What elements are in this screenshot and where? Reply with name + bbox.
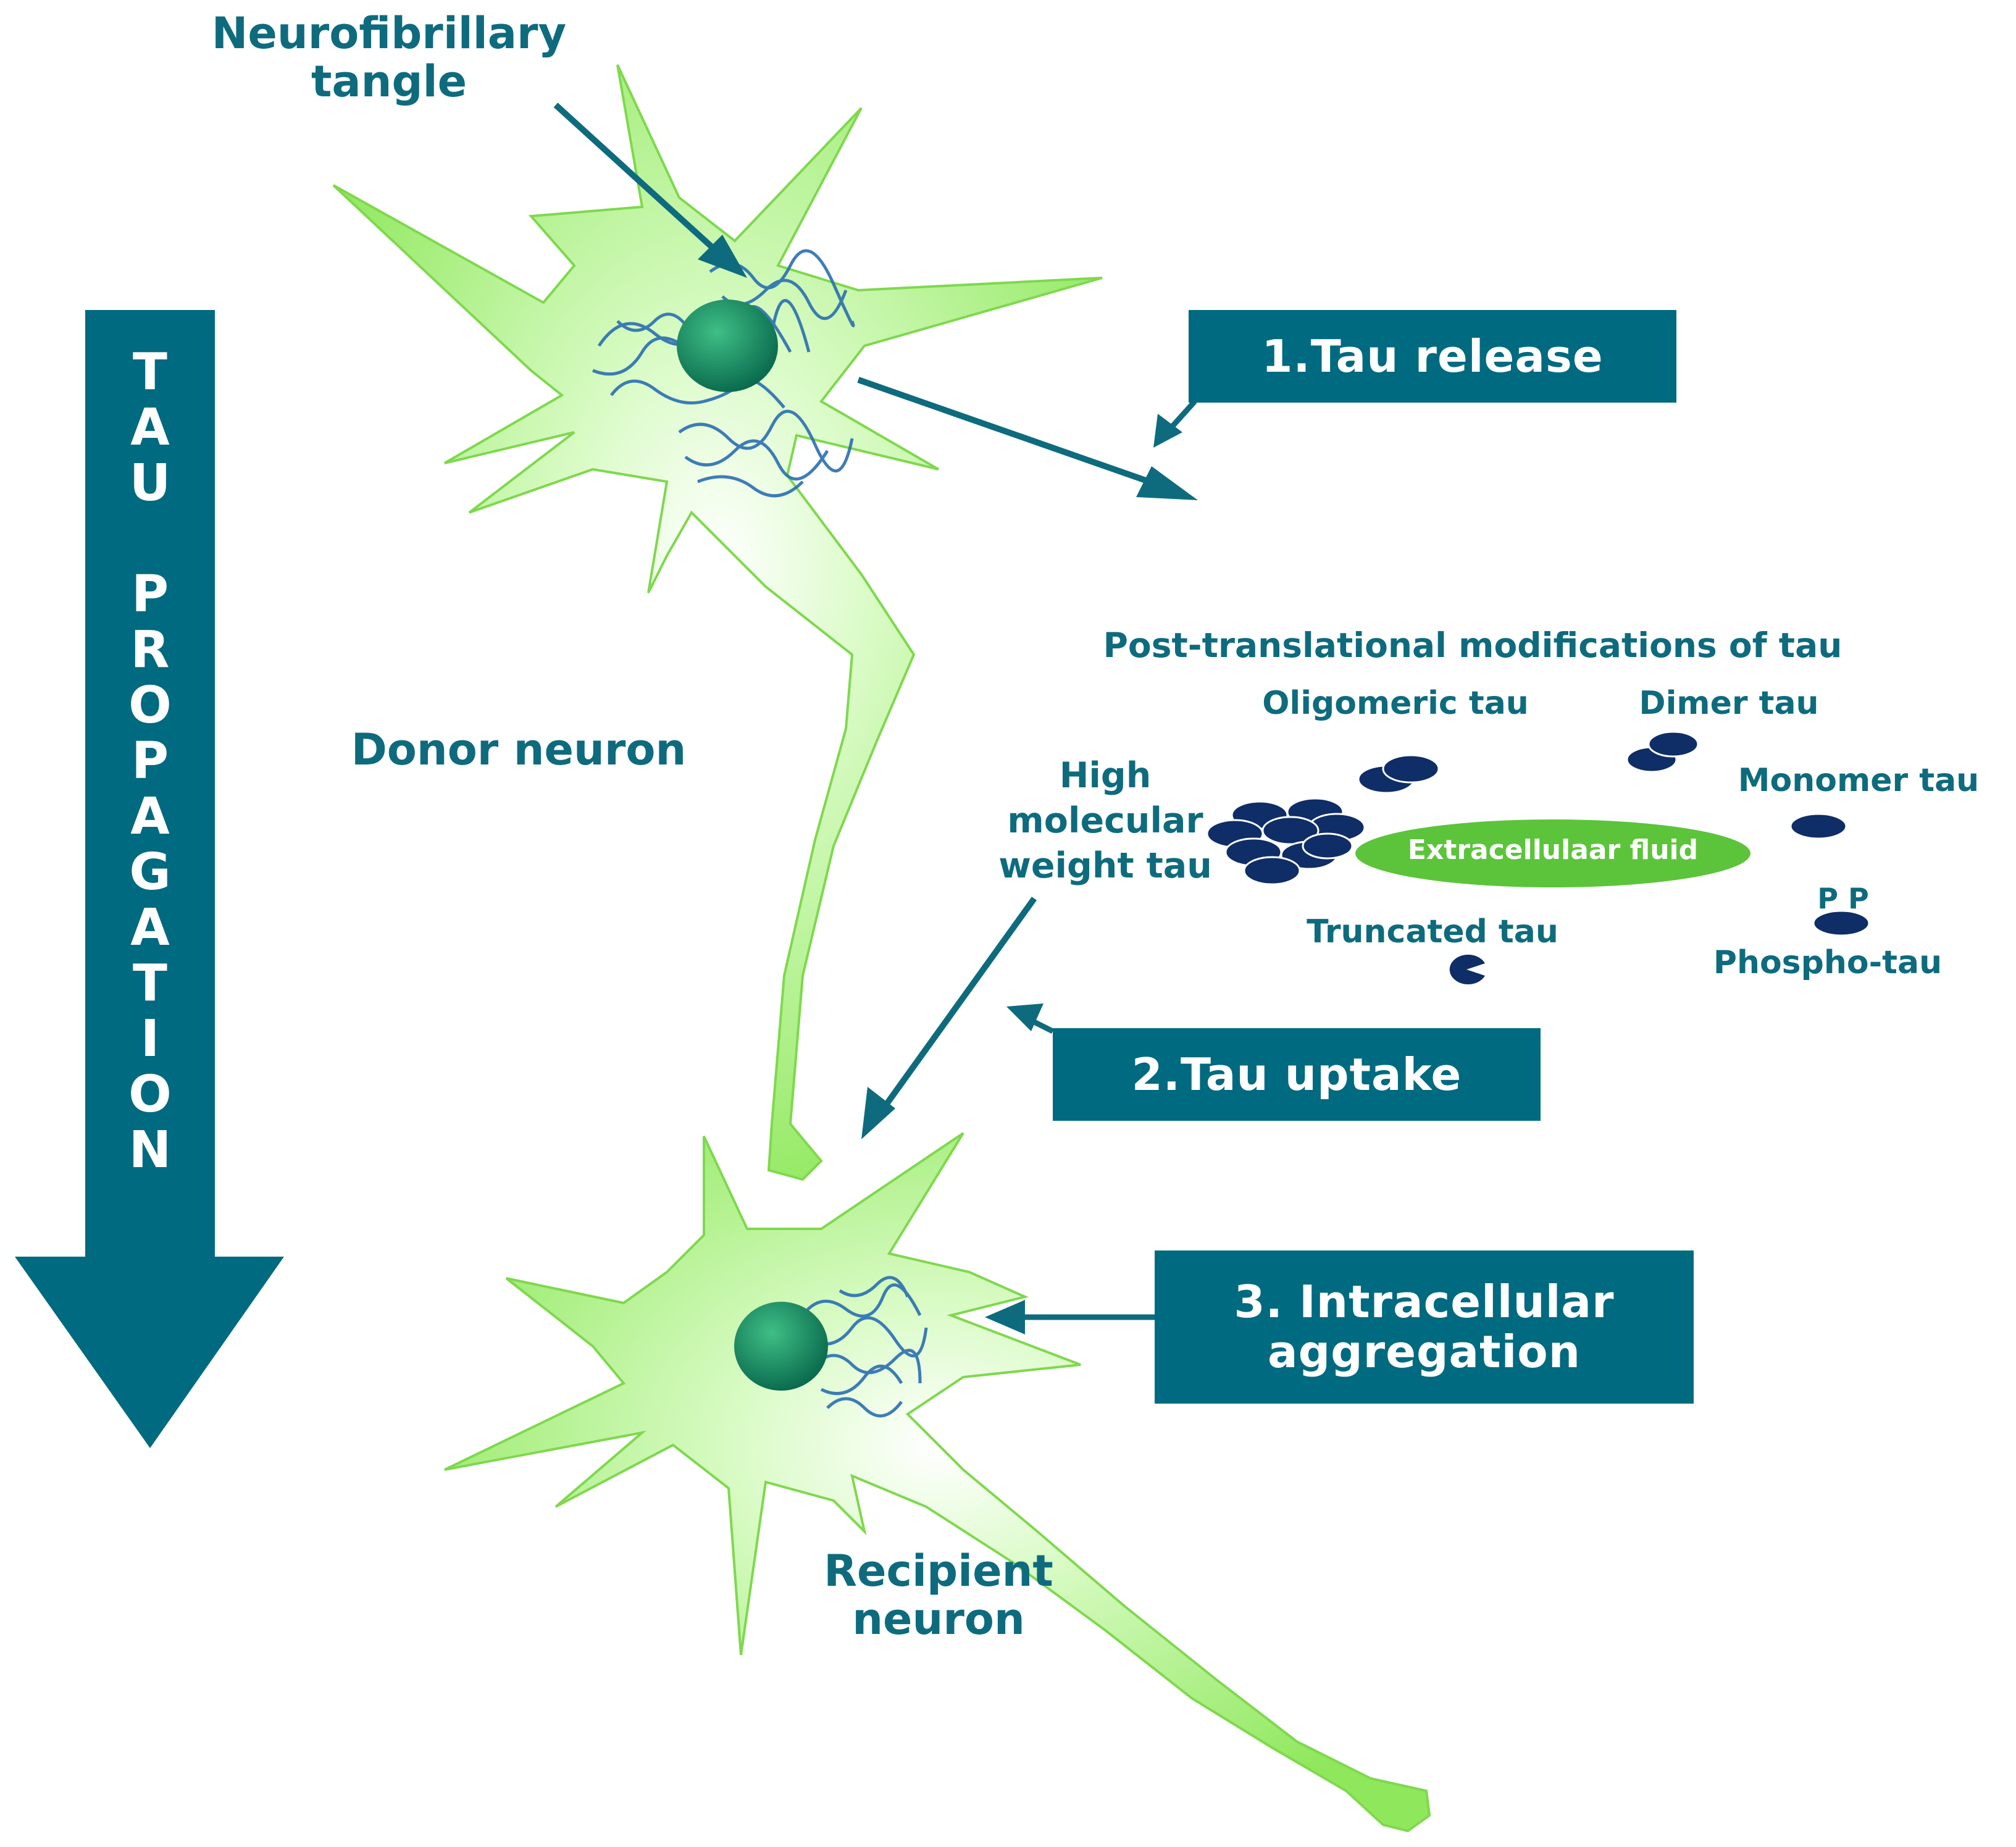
recipient-neuron-label: Recipient neuron — [824, 1546, 1053, 1645]
dimer-tau-label: Dimer tau — [1639, 685, 1819, 722]
arrow-release-out — [857, 377, 1198, 500]
donor-neuron-label: Donor neuron — [351, 724, 687, 775]
tau-propagation-letter: A — [130, 898, 170, 957]
step-tau-release: 1.Tau release — [1189, 310, 1676, 403]
hmw-tau-cluster — [1206, 797, 1366, 886]
neurofibrillary-tangle-label: Neurofibrillary tangle — [211, 8, 567, 107]
recipient-neuron — [444, 1132, 1431, 1833]
step-tau-uptake: 2.Tau uptake — [1053, 1028, 1541, 1121]
tau-propagation-letter: G — [129, 843, 171, 902]
tau-propagation-letter: T — [133, 954, 167, 1013]
step-intracellular-aggregation: 3. Intracellular aggregation — [1155, 1250, 1694, 1404]
arrow-aggregation — [985, 1300, 1155, 1334]
tau-propagation-letter: I — [140, 1010, 160, 1068]
tau-particles — [1206, 731, 1870, 985]
arrow-uptake-in — [861, 897, 1037, 1139]
extracellular-fluid-label: Extracellulaar fluid — [1407, 834, 1699, 866]
tau-propagation-arrow — [15, 310, 284, 1448]
oligomeric-tau-label: Oligomeric tau — [1262, 685, 1529, 722]
tau-propagation-letter: A — [130, 398, 170, 457]
tau-propagation-letter: O — [128, 676, 172, 735]
monomer-tau-particle — [1789, 813, 1847, 840]
pointer-arrows — [553, 103, 1198, 1334]
monomer-tau-label: Monomer tau — [1738, 762, 1980, 799]
tau-propagation-letter: U — [129, 454, 171, 513]
donor-neuron-body — [332, 64, 1103, 1181]
oligomeric-tau-particles — [1357, 754, 1440, 794]
arrow-to-tangle — [553, 103, 747, 278]
tau-propagation-letter: N — [128, 1121, 172, 1179]
tau-propagation-letter: T — [133, 343, 167, 401]
phospho-tau-particle — [1812, 910, 1870, 937]
ptm-title: Post-translational modifications of tau — [1103, 626, 1842, 665]
donor-neuron — [332, 64, 1103, 1181]
truncated-tau-particle — [1449, 955, 1485, 985]
arrow-uptake-box — [1006, 1003, 1055, 1034]
recipient-nucleus — [734, 1302, 828, 1391]
tau-propagation-letter: R — [130, 621, 170, 679]
tau-propagation-letter: P — [131, 565, 169, 624]
donor-nucleus — [677, 299, 778, 392]
phospho-marks-label: P P — [1817, 882, 1869, 915]
extracellular-fluid-ellipse — [1355, 819, 1750, 887]
tau-propagation-letter: P — [131, 732, 169, 790]
neurofibrillary-tangle-recipient — [801, 1276, 928, 1418]
recipient-neuron-body — [444, 1132, 1431, 1833]
tau-propagation-letter: O — [128, 1065, 172, 1124]
arrow-release-box — [1153, 399, 1197, 448]
tau-propagation-letter: A — [130, 787, 170, 846]
hmw-tau-label: High molecular weight tau — [998, 755, 1212, 886]
dimer-tau-particles — [1626, 731, 1699, 773]
phospho-tau-label: Phospho-tau — [1713, 944, 1943, 981]
truncated-tau-label: Truncated tau — [1307, 913, 1558, 950]
